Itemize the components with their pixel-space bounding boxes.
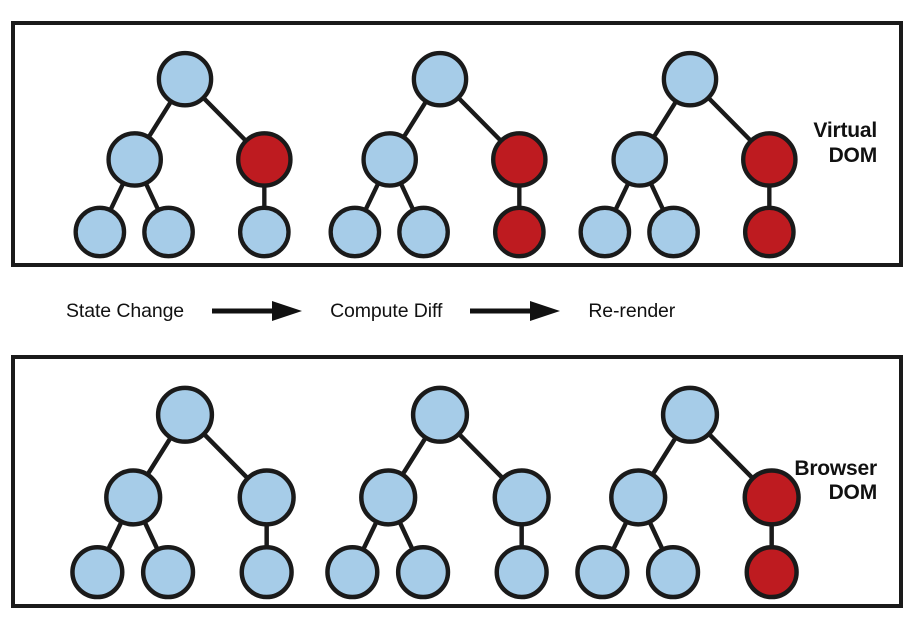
panel-label-line-2: DOM <box>828 481 878 505</box>
flow-row: State Change Compute Diff Re-render <box>11 285 903 337</box>
tree-node-left <box>106 131 163 188</box>
tree-node-left <box>359 468 418 527</box>
panel-label-line-1: Virtual <box>813 119 877 143</box>
tree-virtual-dom-3 <box>560 25 820 263</box>
flow-step-state-change: State Change <box>66 299 185 322</box>
tree-node-right-leaf-changed <box>744 544 799 600</box>
tree-node-right-leaf-changed <box>742 205 796 259</box>
tree-node-root <box>410 385 470 444</box>
tree-node-left-leaf-1 <box>578 205 632 259</box>
tree-node-root <box>156 50 214 108</box>
tree-node-right <box>492 468 551 527</box>
tree-node-left <box>611 131 668 188</box>
panel-label-line-2: DOM <box>828 144 878 167</box>
tree-node-right-leaf <box>494 544 549 600</box>
tree-node-right-changed <box>491 131 548 188</box>
tree-node-right-leaf <box>237 205 291 259</box>
tree-node-root <box>155 385 215 444</box>
tree-node-root <box>411 50 469 108</box>
tree-node-right-leaf <box>239 544 294 600</box>
flow-step-compute-diff: Compute Diff <box>330 299 443 322</box>
tree-browser-dom-2 <box>310 359 570 604</box>
tree-node-left-leaf-2 <box>140 544 196 600</box>
tree-browser-dom-3 <box>560 359 820 604</box>
tree-virtual-dom-1 <box>55 25 315 263</box>
tree-node-right-changed <box>741 131 798 188</box>
tree-node-right-changed <box>742 468 801 527</box>
tree-node-left-leaf-2 <box>395 544 451 600</box>
tree-node-right-leaf-changed <box>492 205 546 259</box>
tree-node-left-leaf-2 <box>142 205 195 259</box>
tree-node-left-leaf-1 <box>325 544 380 600</box>
tree-browser-dom-1 <box>55 359 315 604</box>
tree-node-root <box>660 385 720 444</box>
tree-node-left-leaf-1 <box>73 205 127 259</box>
tree-node-right-changed <box>236 131 293 188</box>
tree-node-left-leaf-1 <box>328 205 382 259</box>
flow-step-re-render: Re-render <box>588 299 676 322</box>
panel-label-line-1: Browser <box>794 456 877 480</box>
tree-node-root <box>661 50 719 108</box>
tree-virtual-dom-2 <box>310 25 570 263</box>
right-arrow-icon <box>210 300 304 322</box>
tree-node-left <box>361 131 418 188</box>
right-arrow-icon <box>468 300 562 322</box>
tree-node-right <box>237 468 296 527</box>
tree-node-left-leaf-2 <box>645 544 701 600</box>
tree-node-left <box>609 468 668 527</box>
tree-node-left <box>104 468 163 527</box>
tree-node-left-leaf-2 <box>647 205 700 259</box>
tree-node-left-leaf-2 <box>397 205 450 259</box>
tree-node-left-leaf-1 <box>70 544 125 600</box>
tree-node-left-leaf-1 <box>575 544 630 600</box>
